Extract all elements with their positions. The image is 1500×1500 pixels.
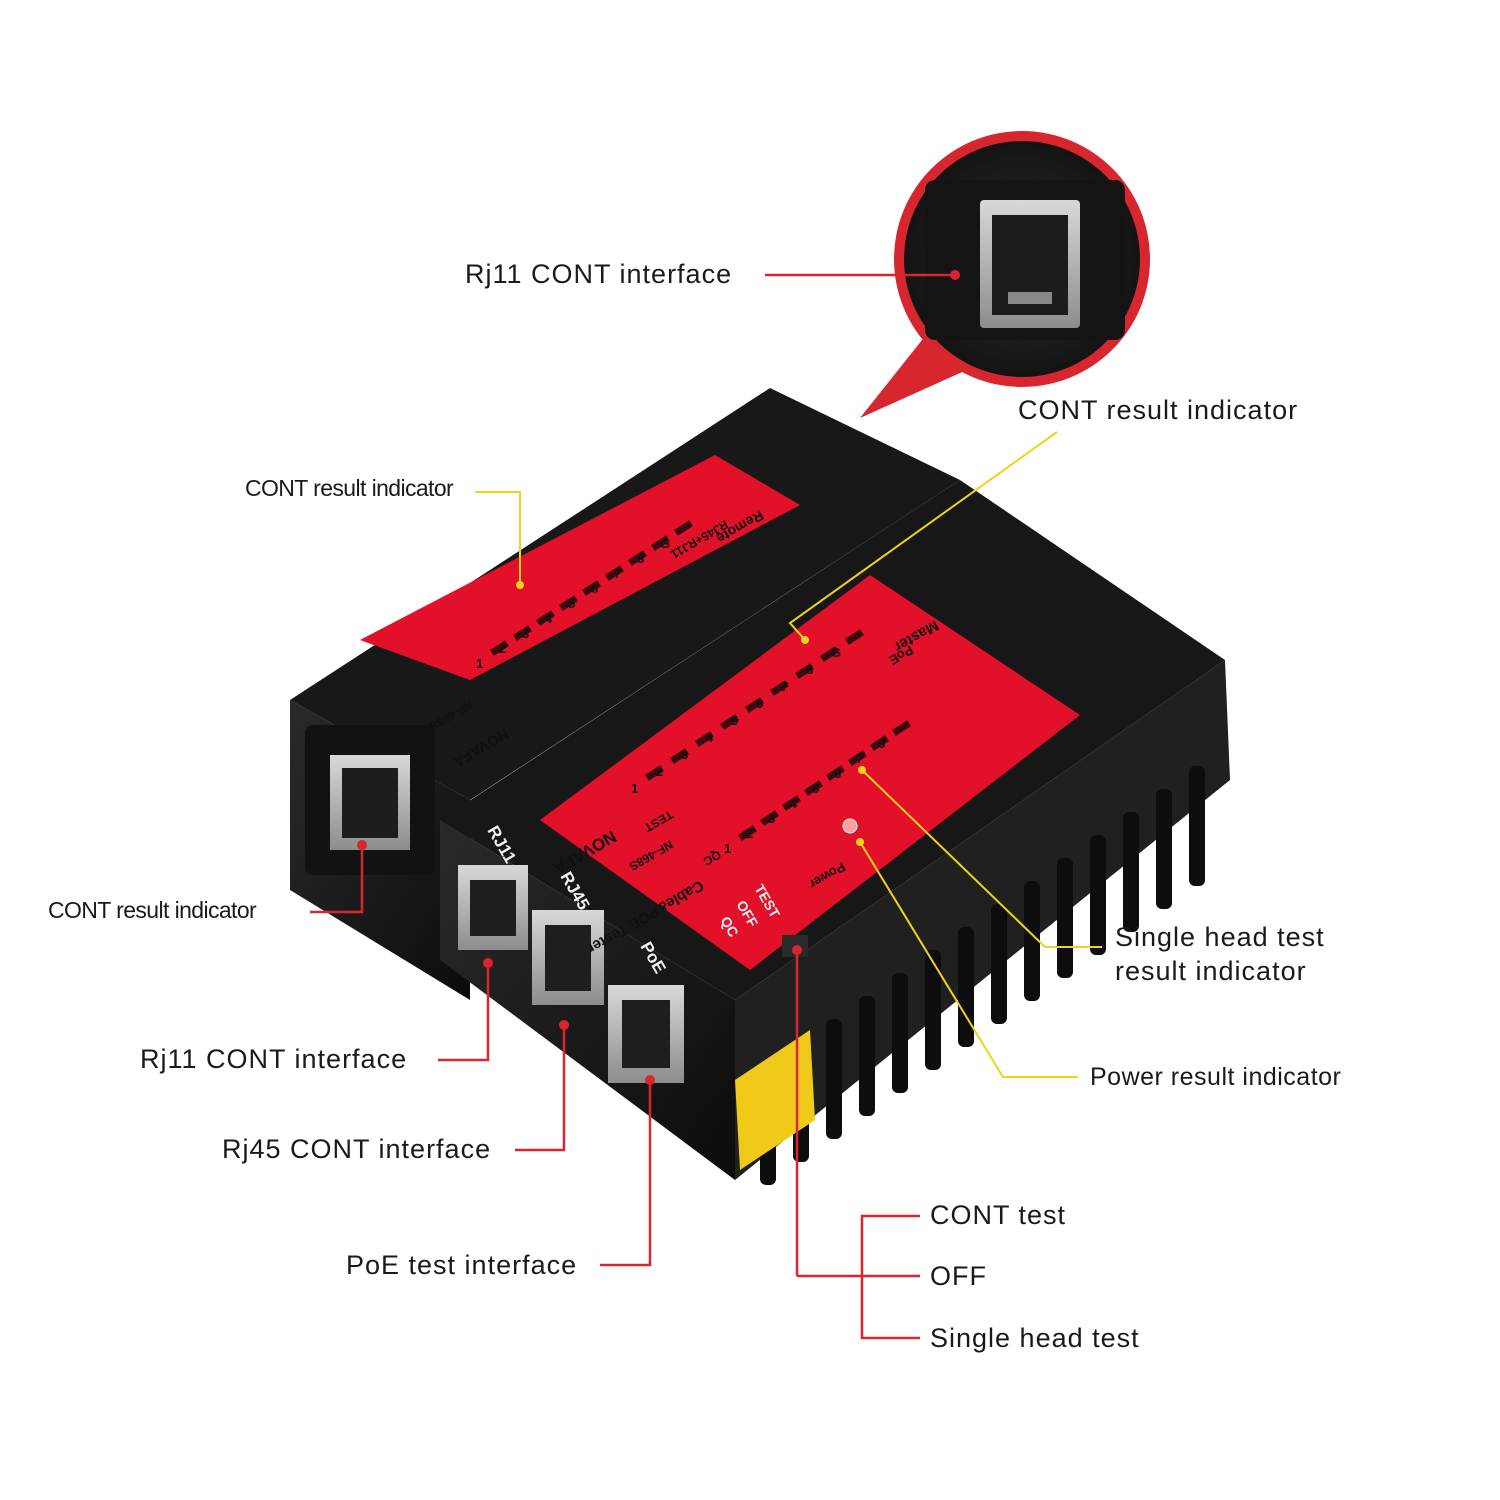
callout-rj11-bottom: Rj11 CONT interface [140,1044,407,1074]
grip-rib [991,904,1007,1024]
grip-rib [1156,789,1172,909]
master-cont-pin-label-2: 2 [656,764,663,779]
callout-switch-single: Single head test [930,1323,1140,1353]
master-single-pin-label-2: 2 [746,826,753,841]
remote-led-5 [582,580,601,596]
callout-switch-cont: CONT test [930,1200,1066,1230]
remote-pin-label-G: G [660,536,670,551]
remote-pin-label-3: 3 [522,626,529,641]
grip-rib [1024,881,1040,1001]
master-single-pin-label-6: 6 [834,766,841,781]
power-led [842,818,858,834]
remote-pin-label-4: 4 [545,611,553,626]
callout-cont-result-remote: CONT result indicator [245,475,454,501]
master-single-led-7 [870,735,889,751]
remote-led-7 [628,550,647,566]
remote-unit: NOVAFA NF-468S Remote RJ45+RJ11 12345678… [290,388,960,1000]
remote-led-8 [651,535,670,551]
remote-led-1 [489,640,509,656]
callout-single-head-line1: Single head test [1115,922,1325,952]
remote-led-column: 1 2 3 45 6 7 8 G [476,520,693,671]
master-single-led-5 [826,765,845,781]
remote-red-panel [360,455,800,680]
master-cont-pin-label-1: 1 [631,781,638,796]
master-cont-led-2 [670,748,689,764]
master-single-pin-label-1: 1 [724,841,731,856]
master-cont-led-1 [645,765,664,781]
master-single-led-1 [738,825,757,841]
grip-rib [958,927,974,1047]
master-cont-pin-label-G: G [831,645,841,660]
master-cont-pin-label-5: 5 [731,713,738,728]
remote-pin-label-1: 1 [476,656,483,671]
master-single-led-3 [782,795,801,811]
master-cont-led-6 [770,680,789,696]
red-leaders [310,273,955,1340]
master-cont-led-3 [694,731,714,747]
master-cont-pin-label-8: 8 [806,662,813,677]
yellow-leader-dots [516,581,866,846]
callout-switch-off: OFF [930,1261,987,1291]
callout-cont-result-left: CONT result indicator [48,897,257,923]
master-cont-pin-label-7: 7 [781,679,788,694]
master-single-pin-label-8: 8 [878,736,885,751]
grip-rib [1090,835,1106,955]
warning-sticker [735,1030,815,1170]
remote-led-4 [559,595,578,611]
remote-led-6 [605,565,624,581]
remote-pin-label-5: 5 [568,596,575,611]
callout-poe-bottom: PoE test interface [346,1250,577,1280]
callout-rj11-top: Rj11 CONT interface [465,259,732,289]
master-cont-pin-label-3: 3 [681,747,688,762]
callout-power-result: Power result indicator [1090,1063,1341,1091]
master-cont-pin-label-4: 4 [706,730,714,745]
zoom-inset [860,131,1150,418]
remote-pin-label-2: 2 [499,641,506,656]
callout-rj45-bottom: Rj45 CONT interface [222,1134,491,1164]
master-single-led-6 [848,750,867,766]
master-single-led-8 [891,720,911,736]
master-cont-led-8 [820,646,839,662]
master-cont-led-5 [744,697,764,713]
remote-pin-label-8: 8 [637,551,644,566]
grip-rib [1189,766,1205,886]
grip-rib [925,950,941,1070]
master-cont-led-7 [795,663,814,679]
master-cont-led-G [845,629,864,645]
master-single-pin-label-7: 7 [856,751,863,766]
callout-single-head-line2: result indicator [1115,956,1307,986]
remote-led-2 [513,625,532,641]
grip-rib [1123,812,1139,932]
remote-pin-label-6: 6 [591,581,598,596]
grip-rib [859,996,875,1116]
master-cont-led-4 [720,714,739,730]
grip-rib [1057,858,1073,978]
master-unit: RJ11 RJ45 PoE QC OFF TEST NOVAFA Cable&P… [440,480,1230,1185]
remote-pin-label-7: 7 [614,566,621,581]
remote-led-3 [536,610,555,626]
master-single-pin-label-5: 5 [812,781,819,796]
master-single-pin-label-3: 3 [768,811,775,826]
grip-rib [892,973,908,1093]
master-single-led-4 [804,780,823,796]
remote-led-G [674,520,693,536]
grip-rib [826,1019,842,1139]
master-cont-pin-label-6: 6 [756,696,763,711]
side-grip-ribs [760,766,1205,1185]
master-red-panel [540,575,1080,970]
master-single-led-2 [760,810,779,826]
callout-cont-result-top: CONT result indicator [1018,395,1298,425]
yellow-leaders [475,431,1102,1078]
red-leader-dots [357,270,960,1085]
master-single-pin-label-4: 4 [790,796,798,811]
